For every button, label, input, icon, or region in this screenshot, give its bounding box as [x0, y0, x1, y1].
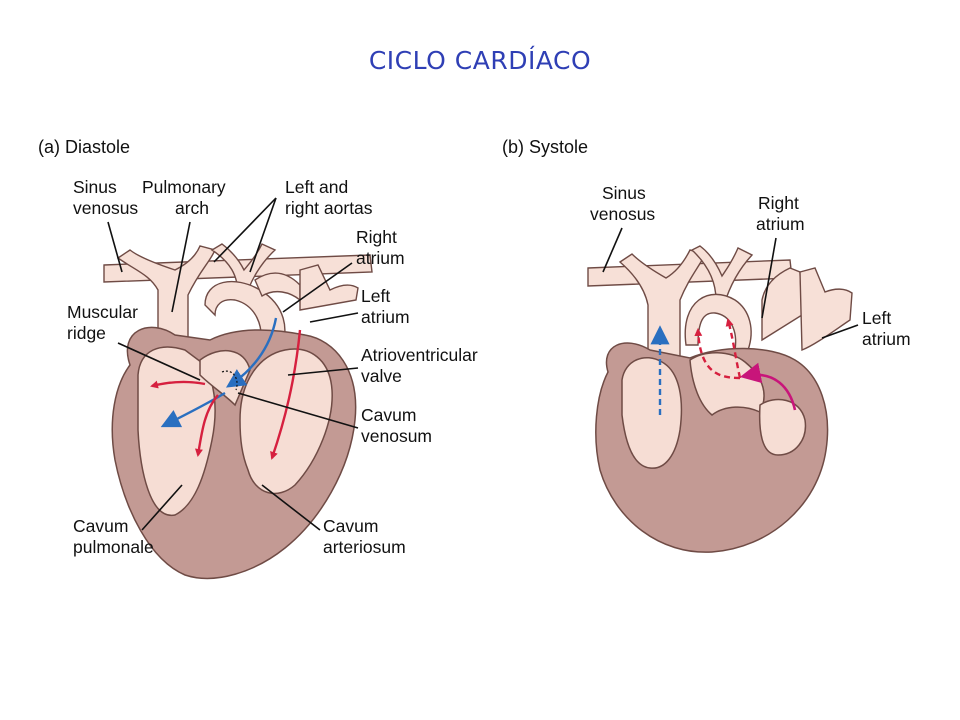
leader-cavum-pulmonale [141, 484, 183, 531]
aorta-vessel-b [690, 245, 754, 307]
systole-flow-magenta [739, 362, 797, 411]
left-atrium-vessel [299, 264, 359, 311]
oxygenated-flow-arrow-3 [150, 380, 206, 389]
left-atrium-b [799, 267, 853, 352]
leader-left-atrium-b [821, 324, 859, 339]
leader-sinus-venosus-b [602, 227, 623, 273]
leader-left-atrium-a [309, 312, 359, 323]
leader-right-atrium-b [761, 237, 777, 319]
leader-sinus-venosus-a [107, 221, 123, 273]
aorta-loop-b [684, 293, 752, 351]
panel-label-diastole: (a) Diastole [38, 137, 130, 157]
oxygenated-flow-arrow-2 [194, 394, 219, 457]
pulmonary-arch-vessel [116, 245, 216, 341]
page-title: CICLO CARDÍACO [368, 46, 592, 75]
oxygenated-flow-arrow-1 [270, 329, 302, 460]
leader-left-aorta [213, 197, 277, 263]
leader-muscular-ridge [117, 342, 201, 381]
cavum-arteriosum [239, 348, 333, 495]
systole-flow-red-2 [725, 318, 742, 379]
leader-right-aorta [249, 197, 277, 273]
ventricle-chamber-b1 [621, 357, 683, 469]
leader-right-atrium-a [282, 262, 353, 313]
leader-cavum-arteriosum [261, 484, 321, 531]
panel-label-systole: (b) Systole [502, 137, 588, 157]
systole-flow-red-1 [694, 328, 741, 380]
cavum-pulmonale [137, 346, 216, 516]
av-valve-mark [221, 370, 238, 391]
leader-cavum-venosum [237, 392, 359, 429]
right-atrium-vessel [254, 272, 301, 302]
leader-pulmonary-arch [171, 221, 191, 313]
leader-av-valve [287, 367, 359, 376]
deoxygenated-flow-arrow-2 [160, 391, 226, 428]
ventricle-chamber-b3 [758, 398, 807, 456]
deoxygenated-flow-arrow-1 [225, 317, 278, 388]
